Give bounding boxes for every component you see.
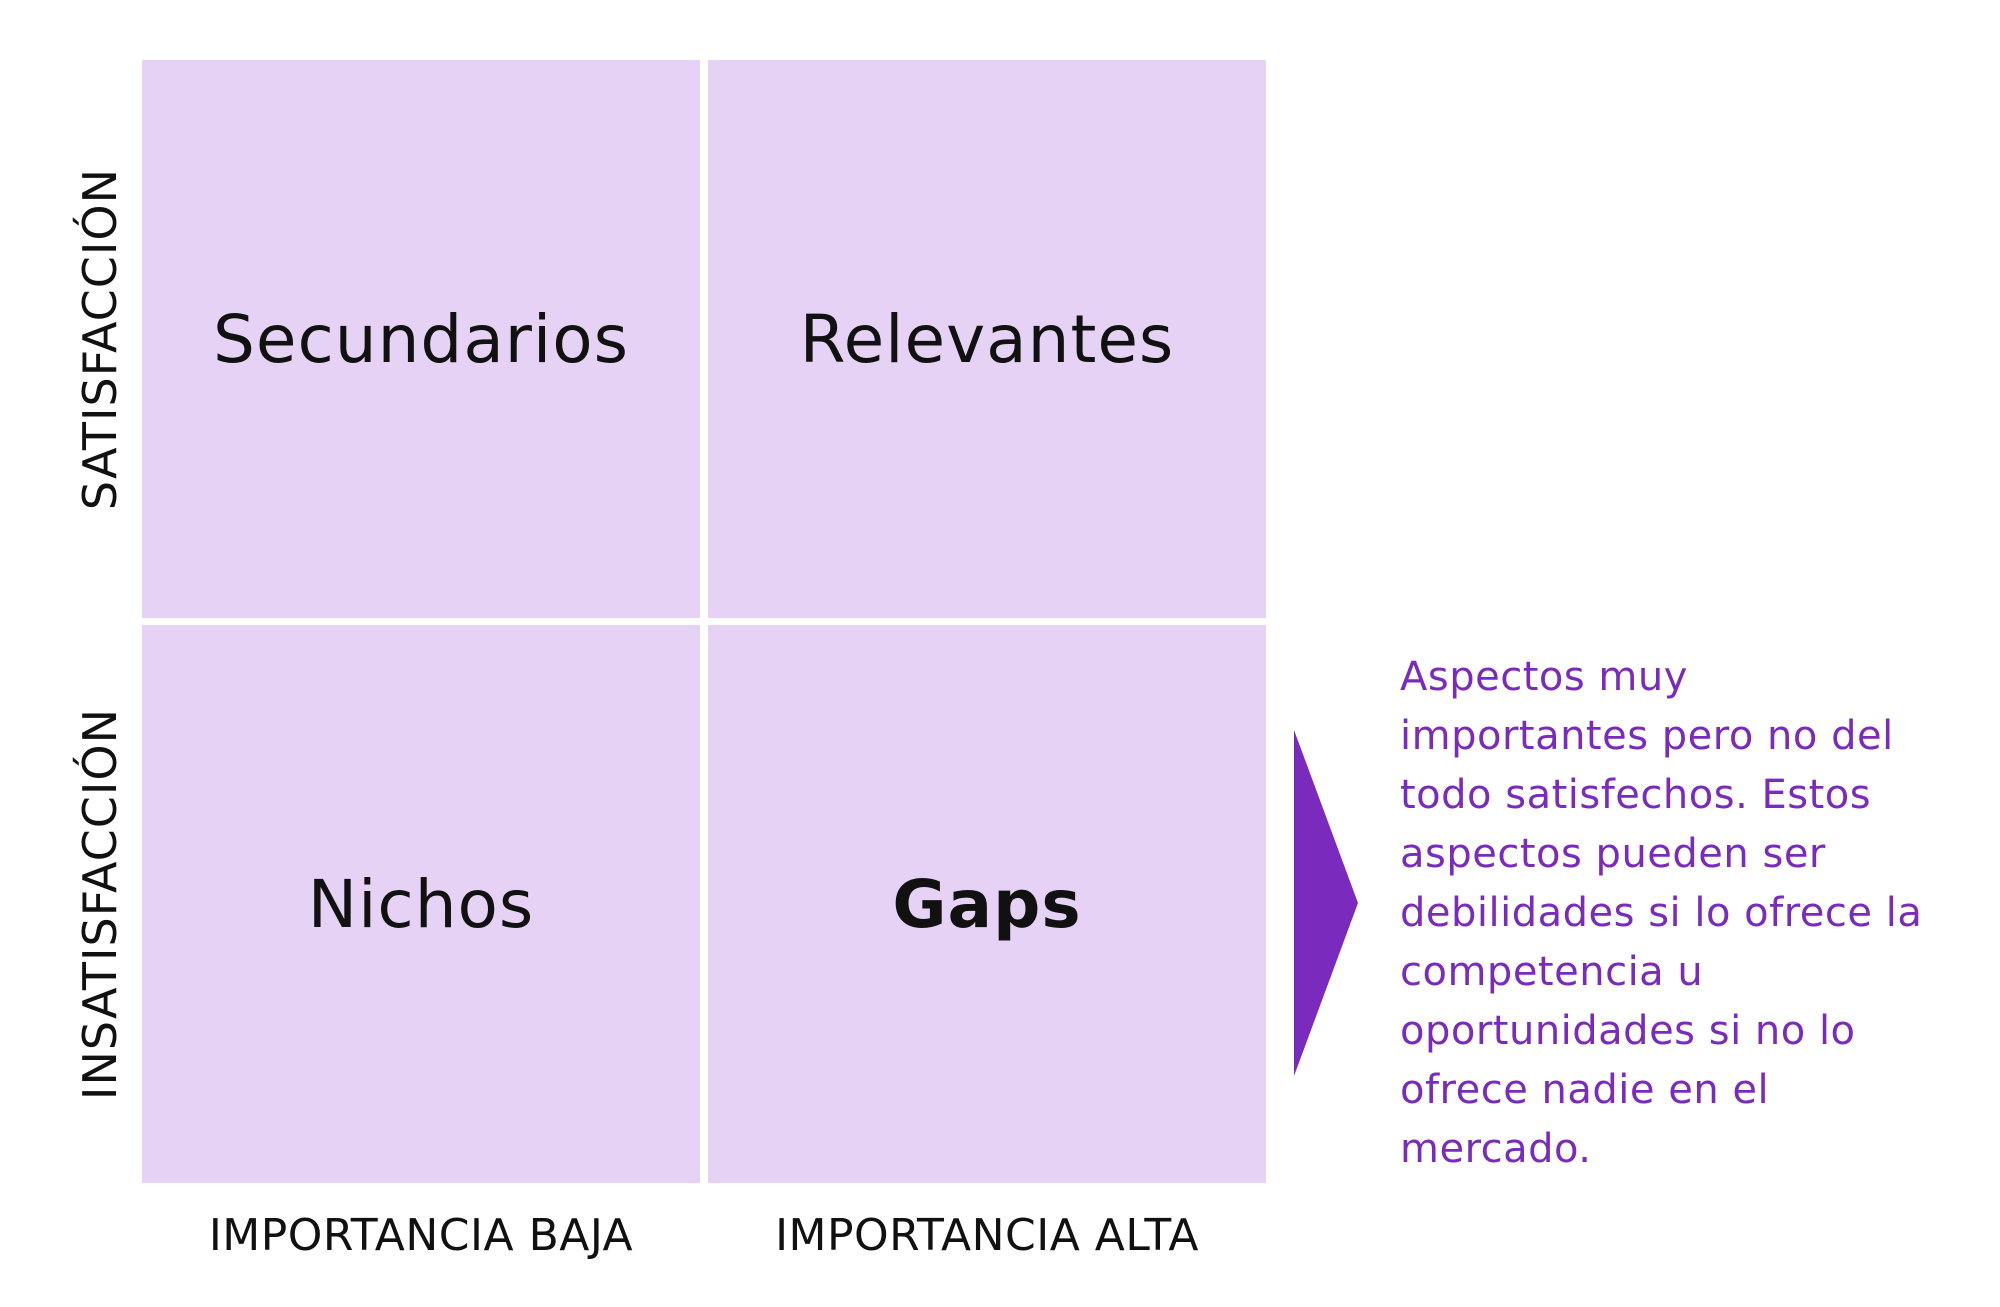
quadrant-label: Nichos [307,865,535,943]
triangle-pointer-right-icon [1294,730,1358,1076]
description-line: Aspectos muy [1400,654,1688,700]
quadrant-secundarios: Secundarios [142,60,700,618]
y-axis-label-satisfaccion: SATISFACCIÓN [73,167,127,511]
quadrant-label: Relevantes [799,300,1175,378]
description-line: todo satisfechos. Estos [1400,772,1872,818]
quadrant-gaps: Gaps [708,625,1266,1183]
description-line: importantes pero no del [1400,713,1894,759]
x-axis-label-importancia-baja: IMPORTANCIA BAJA [208,1210,634,1261]
description-line: ofrece nadie en el [1400,1067,1770,1113]
description-line: mercado. [1400,1126,1592,1172]
y-axis-label-insatisfaccion: INSATISFACCIÓN [73,707,127,1101]
quadrant-nichos: Nichos [142,625,700,1183]
x-axis-label-importancia-alta: IMPORTANCIA ALTA [775,1210,1199,1261]
quadrant-label: Secundarios [212,300,630,378]
gaps-description: Aspectos muy importantes pero no del todo … [1400,648,1975,1179]
description-line: competencia u [1400,949,1704,995]
description-line: debilidades si lo ofrece la [1400,890,1923,936]
quadrant-relevantes: Relevantes [708,60,1266,618]
description-line: aspectos pueden ser [1400,831,1826,877]
description-line: oportunidades si no lo [1400,1008,1856,1054]
quadrant-label: Gaps [892,865,1082,943]
arrow-shape [1294,730,1358,1076]
